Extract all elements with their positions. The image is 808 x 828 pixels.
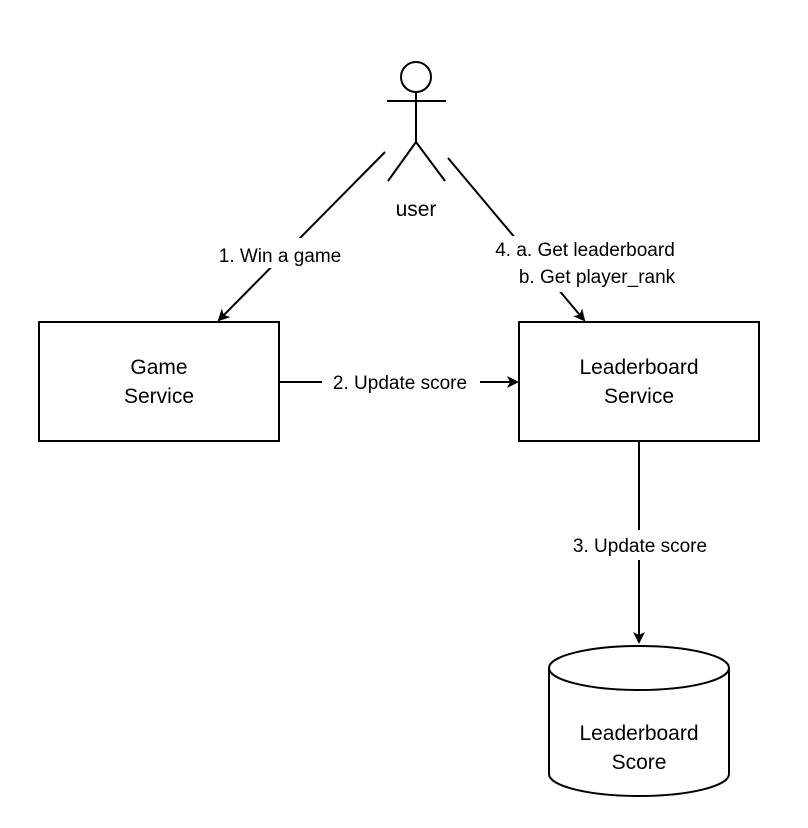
edge-update-score-3-label: 3. Update score [573,536,707,557]
database-body [548,668,730,797]
edge-get-data-label-line1: 4. a. Get leaderboard [495,240,675,261]
edge-win-game-label-bg [202,238,358,268]
leaderboard-service-label-line2: Service [604,385,674,408]
game-service-label-line1: Game [130,356,187,379]
actor-right-leg [415,141,446,182]
edge-update-score-3-label-bg [560,530,720,560]
edge-win-game-label: 1. Win a game [219,246,342,267]
actor-left-leg [387,141,417,182]
edge-update-score-2[interactable]: 2. Update score [279,368,519,396]
database-top [548,645,730,691]
actor-label: user [396,198,437,221]
game-service-node[interactable]: Game Service [38,321,280,442]
game-service-label-line2: Service [124,385,194,408]
edge-update-score-2-label-bg [322,368,480,396]
leaderboard-score-label-line2: Score [612,751,667,774]
actor-head [400,61,432,93]
edge-get-data[interactable]: 4. a. Get leaderboard b. Get player_rank [447,157,698,322]
edge-get-data-label-bg [476,236,698,292]
user-actor[interactable]: user [387,61,446,221]
edge-get-data-label-line2: b. Get player_rank [519,267,676,288]
game-service-box [38,321,280,442]
leaderboard-service-label-line1: Leaderboard [579,356,698,379]
edge-update-score-2-label: 2. Update score [333,373,467,394]
leaderboard-score-label-line1: Leaderboard [579,722,698,745]
leaderboard-service-box [518,321,760,442]
leaderboard-service-node[interactable]: Leaderboard Service [518,321,760,442]
edge-win-game-line [217,151,386,322]
edge-win-game[interactable]: 1. Win a game [202,151,386,322]
leaderboard-score-database[interactable]: Leaderboard Score [548,645,730,797]
edge-update-score-3[interactable]: 3. Update score [560,441,720,644]
